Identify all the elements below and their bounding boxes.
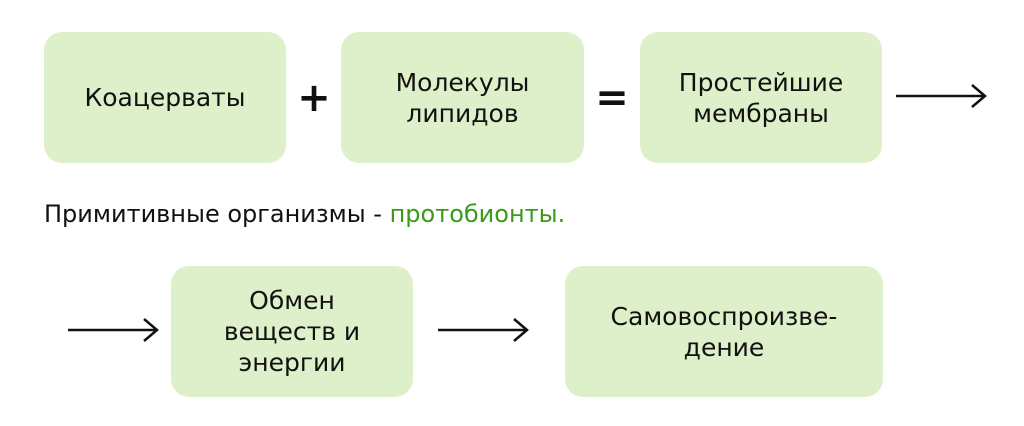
equals-sign: = <box>595 75 629 121</box>
box-simple-membranes-line2: мембраны <box>693 98 829 128</box>
box-metabolism-line2: веществ и <box>223 317 361 346</box>
box-metabolism-line3: энергии <box>238 348 346 377</box>
box-lipid-molecules-line1: Молекулы <box>395 67 530 97</box>
arrow-right-icon <box>896 84 987 108</box>
box-coacervates: Коацерваты <box>44 32 286 163</box>
caption-highlight: протобионты. <box>389 200 566 228</box>
arrow-right-icon <box>68 318 159 342</box>
caption-text: Примитивные организмы - <box>44 200 390 228</box>
box-self-reproduction-line1: Самовоспроизве- <box>610 301 838 331</box>
box-simple-membranes: Простейшие мембраны <box>640 32 882 163</box>
box-lipid-molecules: Молекулы липидов <box>341 32 584 163</box>
box-self-reproduction-line2: дение <box>683 332 765 362</box>
box-lipid-molecules-line2: липидов <box>406 98 519 128</box>
box-simple-membranes-line1: Простейшие <box>678 67 844 97</box>
protobionts-caption: Примитивные организмы - протобионты. <box>44 198 565 230</box>
box-coacervates-label: Коацерваты <box>84 83 246 112</box>
plus-sign: + <box>297 75 331 121</box>
box-metabolism: Обмен веществ и энергии <box>171 266 413 397</box>
box-metabolism-line1: Обмен <box>249 286 335 315</box>
arrow-right-icon <box>438 318 529 342</box>
box-self-reproduction: Самовоспроизве- дение <box>565 266 883 397</box>
